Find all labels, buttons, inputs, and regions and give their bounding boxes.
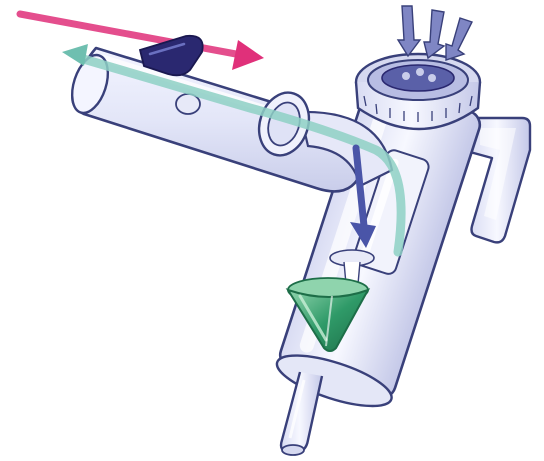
chamber-cap — [356, 54, 480, 129]
side-handle — [470, 118, 530, 242]
air-inlet-tube — [281, 372, 322, 455]
inlet-arrows — [398, 6, 472, 60]
